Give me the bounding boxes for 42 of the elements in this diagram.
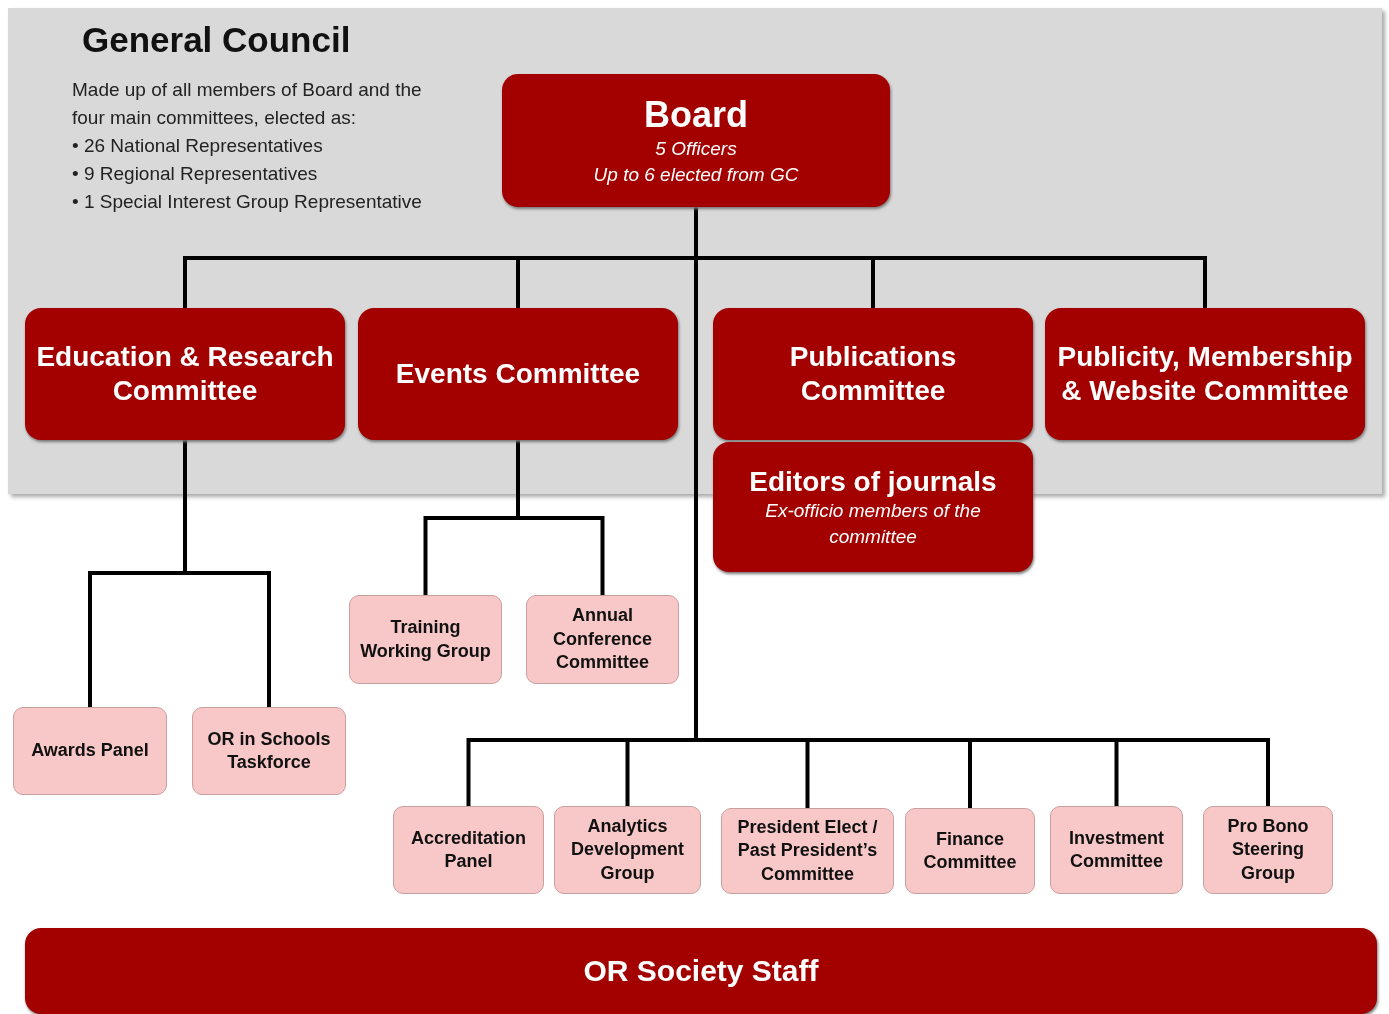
node-title: Annual Conference Committee: [552, 604, 653, 675]
subgroup-box: [349, 595, 502, 684]
panel-heading: General Council: [82, 20, 351, 60]
bullet-item: • 1 Special Interest Group Representative: [72, 190, 423, 214]
node-title: OR Society Staff: [582, 953, 820, 989]
node-title: Education & Research Committee: [35, 340, 335, 408]
committee-box: [502, 74, 890, 207]
committee-box: [25, 928, 1377, 1014]
node-title: President Elect / Past President’s Committee: [736, 815, 879, 886]
node-title: Investment Committee: [1068, 826, 1165, 873]
node-subtitle: 5 Officers: [654, 137, 738, 162]
subgroup-box: [1050, 806, 1183, 894]
node-title: Events Committee: [394, 357, 642, 391]
committee-box: [713, 442, 1033, 572]
subgroup-box: [1203, 806, 1333, 894]
committee-box: [713, 308, 1033, 440]
node-title: Publicity, Membership & Website Committee: [1056, 340, 1354, 408]
subgroup-box: [13, 707, 167, 795]
subgroup-box: [393, 806, 544, 894]
bullet-item: • 9 Regional Representatives: [72, 162, 319, 186]
node-title: Board: [643, 93, 749, 137]
node-title: Finance Committee: [922, 827, 1018, 874]
node-title: Accreditation Panel: [410, 826, 527, 873]
description-text: Made up of all members of Board and the four main committees, elected as:: [72, 78, 423, 130]
node-title: OR in Schools Taskforce: [206, 727, 332, 774]
committee-box: [25, 308, 345, 440]
subgroup-box: [721, 808, 894, 894]
committee-box: [358, 308, 678, 440]
node-subtitle: Up to 6 elected from GC: [592, 163, 800, 188]
bullet-item: • 26 National Representatives: [72, 134, 324, 158]
subgroup-box: [905, 808, 1035, 894]
node-title: Pro Bono Steering Group: [1226, 814, 1310, 885]
node-title: Analytics Development Group: [570, 814, 685, 885]
subgroup-box: [554, 806, 701, 894]
subgroup-box: [192, 707, 346, 795]
node-subtitle: Ex-officio members of the committee: [764, 499, 982, 549]
node-title: Editors of journals: [748, 464, 998, 499]
node-title: Awards Panel: [30, 739, 150, 763]
node-title: Publications Committee: [788, 340, 958, 408]
committee-box: [1045, 308, 1365, 440]
node-title: Training Working Group: [359, 616, 492, 663]
subgroup-box: [526, 595, 679, 684]
